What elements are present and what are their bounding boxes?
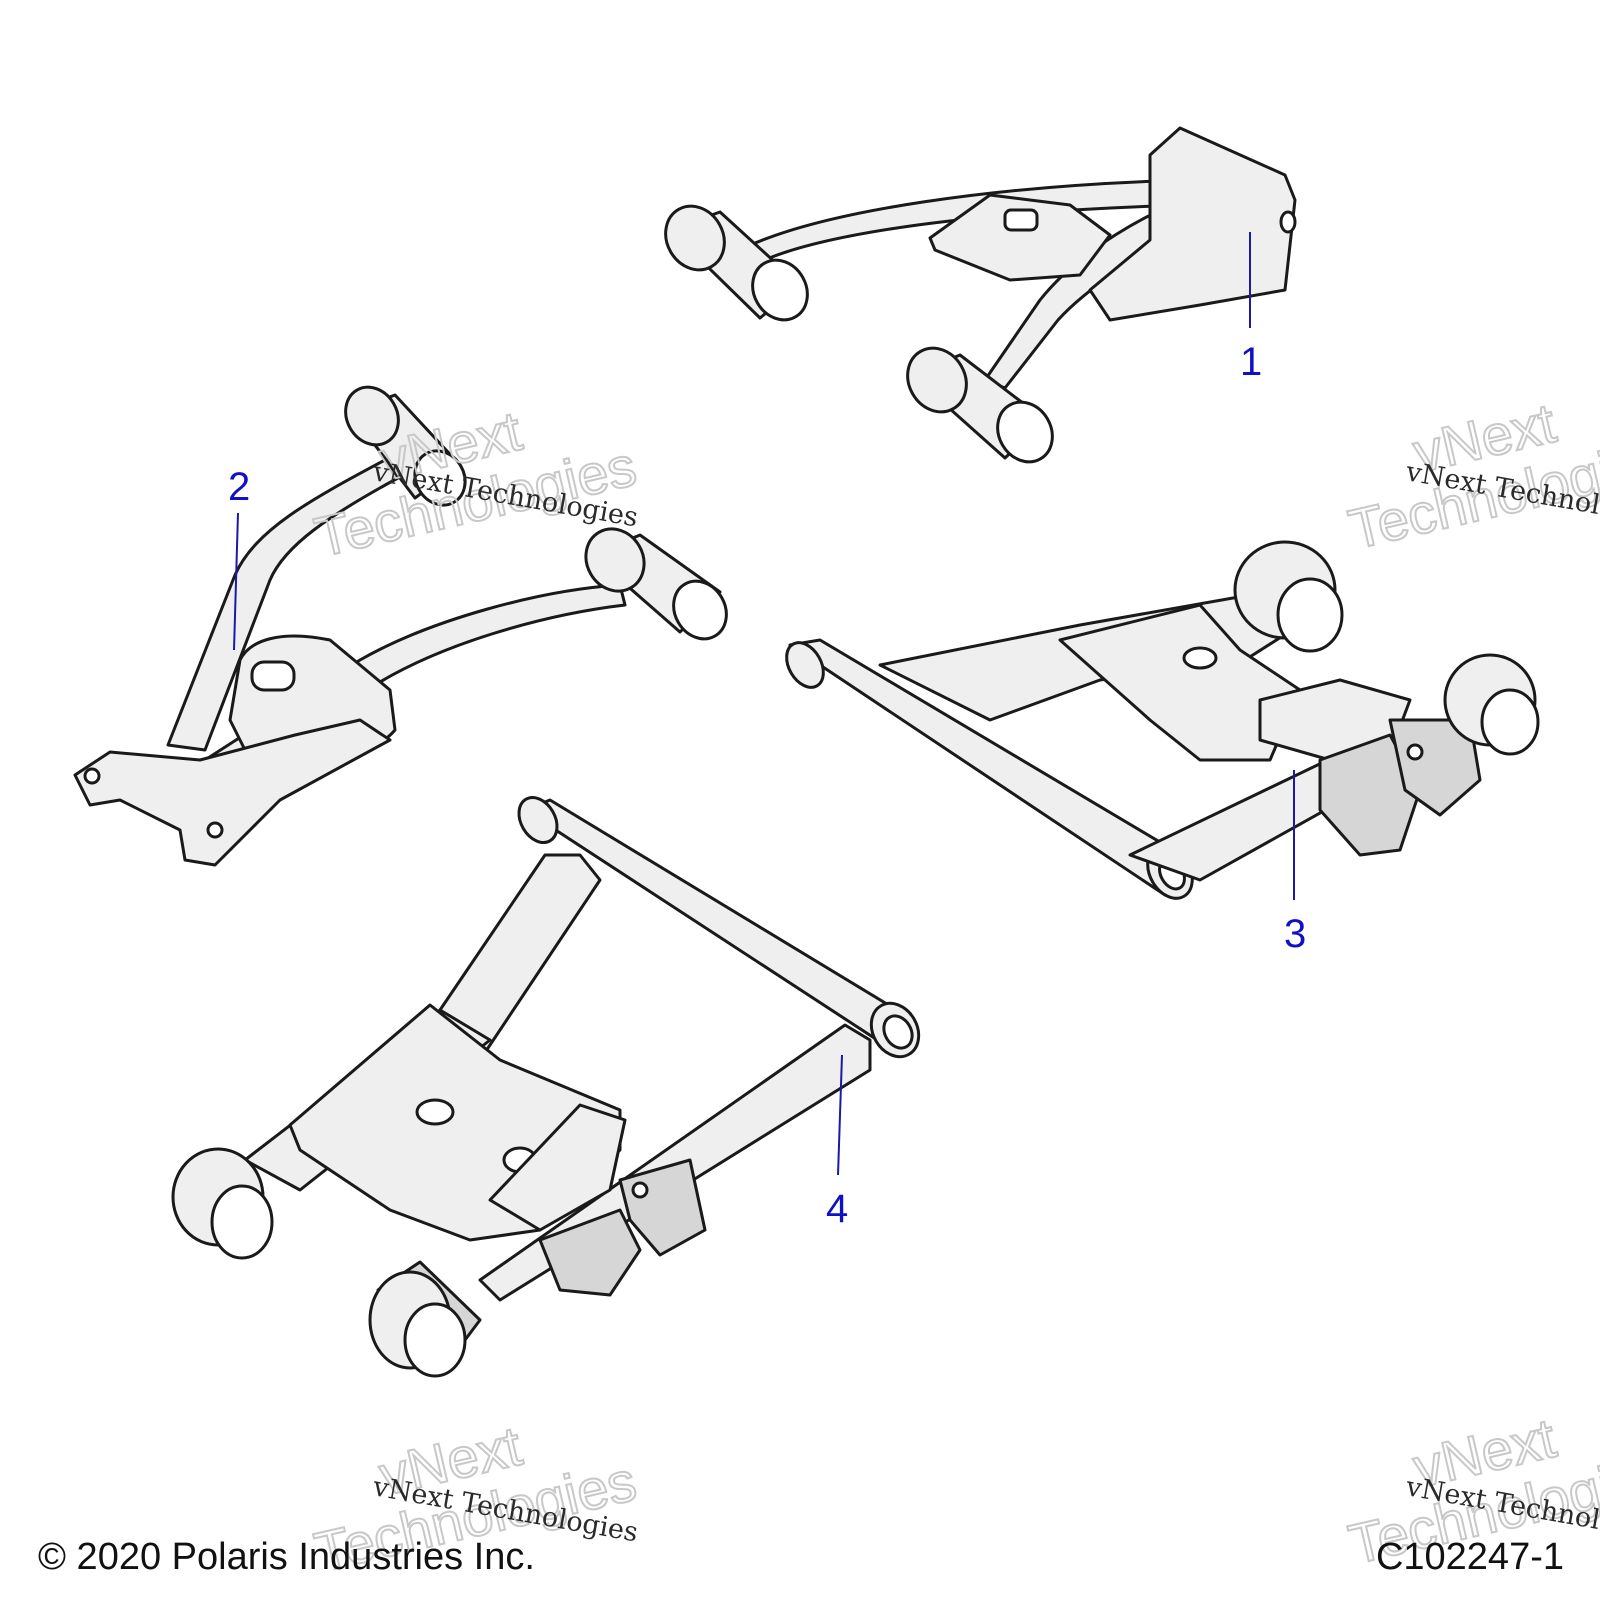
ball-joint-socket-icon [1182,646,1218,670]
bushing-hole-icon [1279,210,1297,234]
callout-4: 4 [826,1054,848,1231]
copyright-notice: © 2020 Polaris Industries Inc. [38,1536,535,1578]
callout-label: 2 [228,465,250,509]
part-4-lower-a-arm [171,796,921,1378]
bushing-hole-icon [631,1181,649,1199]
part-1-upper-a-arm [664,126,1297,464]
callout-1: 1 [1240,232,1262,384]
callout-label: 4 [826,1187,848,1231]
bushing-hole-icon [83,767,101,785]
watermark-top-right: vNext Technologies [1342,390,1600,562]
ball-joint-socket-icon [250,660,296,692]
ball-joint-socket-icon [415,1098,455,1126]
ball-joint-socket-icon [1003,208,1039,232]
bushing-hole-icon [1406,743,1424,761]
part-3-lower-a-arm [785,540,1540,900]
callout-2: 2 [228,465,250,651]
callout-3: 3 [1284,770,1306,956]
diagram-code: C102247-1 [1375,1536,1564,1578]
callout-label: 3 [1284,912,1306,956]
callout-label: 1 [1240,340,1262,384]
part-2-upper-a-arm [73,385,728,867]
